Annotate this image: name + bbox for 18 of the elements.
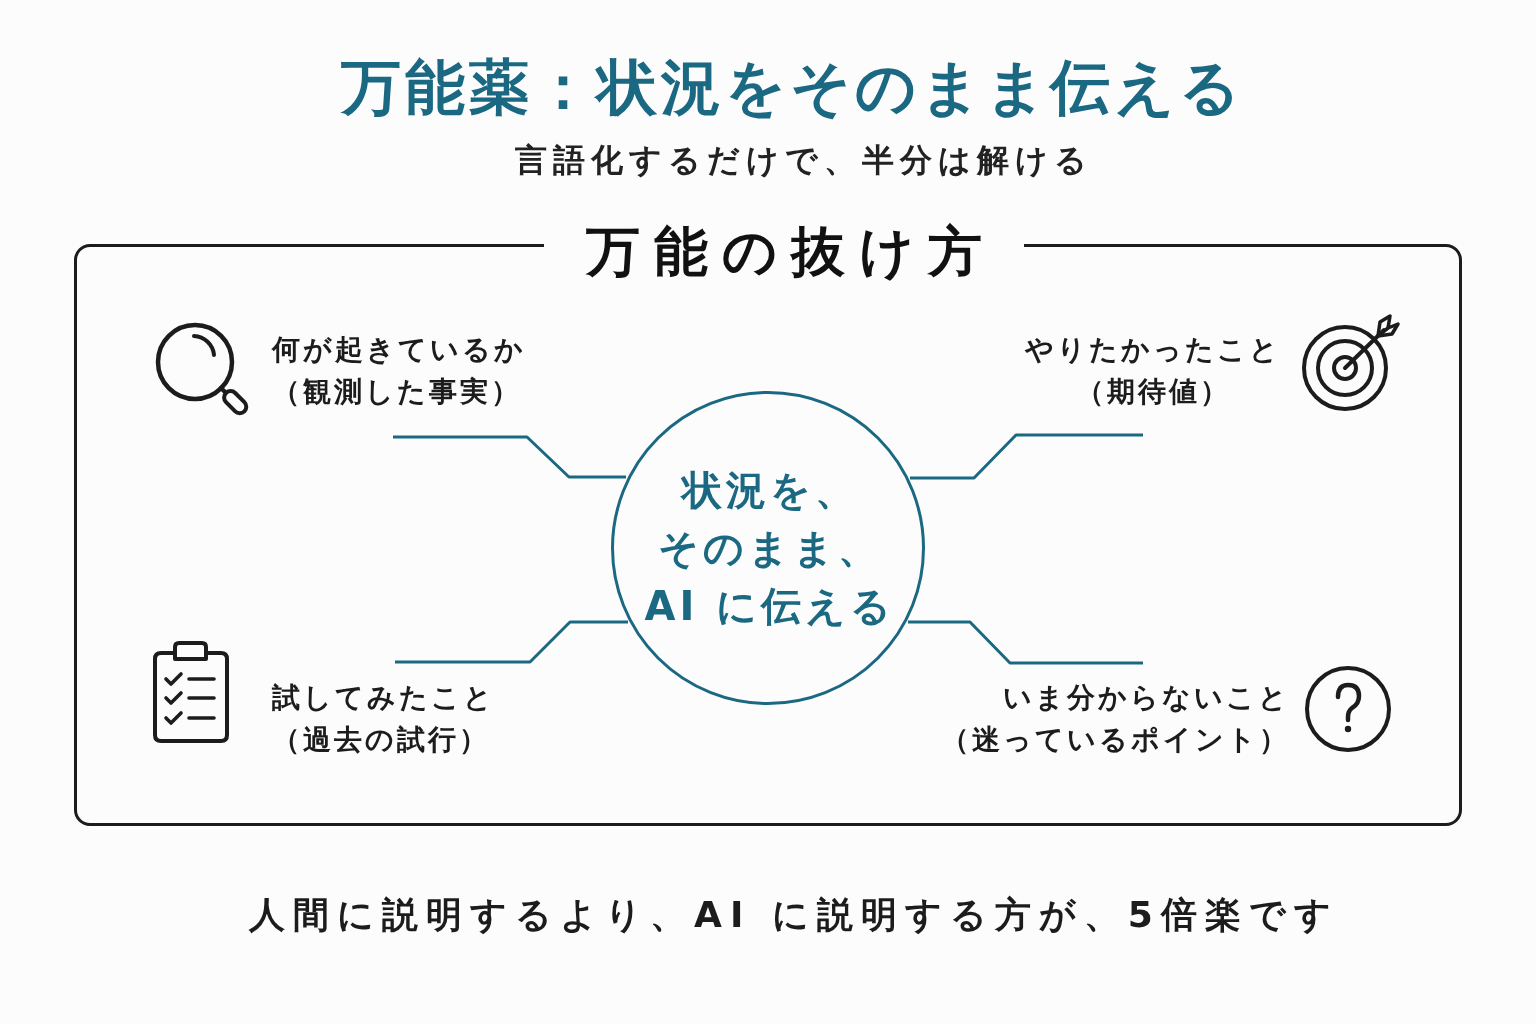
connector-line [910, 433, 1143, 480]
circle-text: 状況を、そのまま、AI に伝える [643, 466, 897, 631]
item-label: 試してみたこと [272, 680, 495, 716]
title: 万能薬：状況をそのまま伝える [340, 52, 1244, 122]
connector-line [393, 435, 626, 479]
caption: 人間に説明するより、AI に説明する方が、5倍楽です [249, 893, 1339, 937]
item-note: （迷っているポイント） [941, 722, 1290, 758]
item-note: （観測した事実） [272, 374, 522, 410]
item-label: やりたかったこと [1025, 332, 1281, 368]
item-label: 何が起きているか [272, 332, 526, 368]
item-note: （過去の試行） [272, 722, 490, 758]
frame-heading: 万能の抜け方 [544, 220, 1024, 284]
connector-line [395, 620, 628, 664]
item-label: いま分からないこと [1003, 680, 1290, 716]
connector-line [908, 620, 1143, 665]
subtitle: 言語化するだけで、半分は解ける [515, 140, 1093, 181]
center-circle [611, 391, 925, 705]
item-note: （期待値） [1075, 374, 1231, 410]
